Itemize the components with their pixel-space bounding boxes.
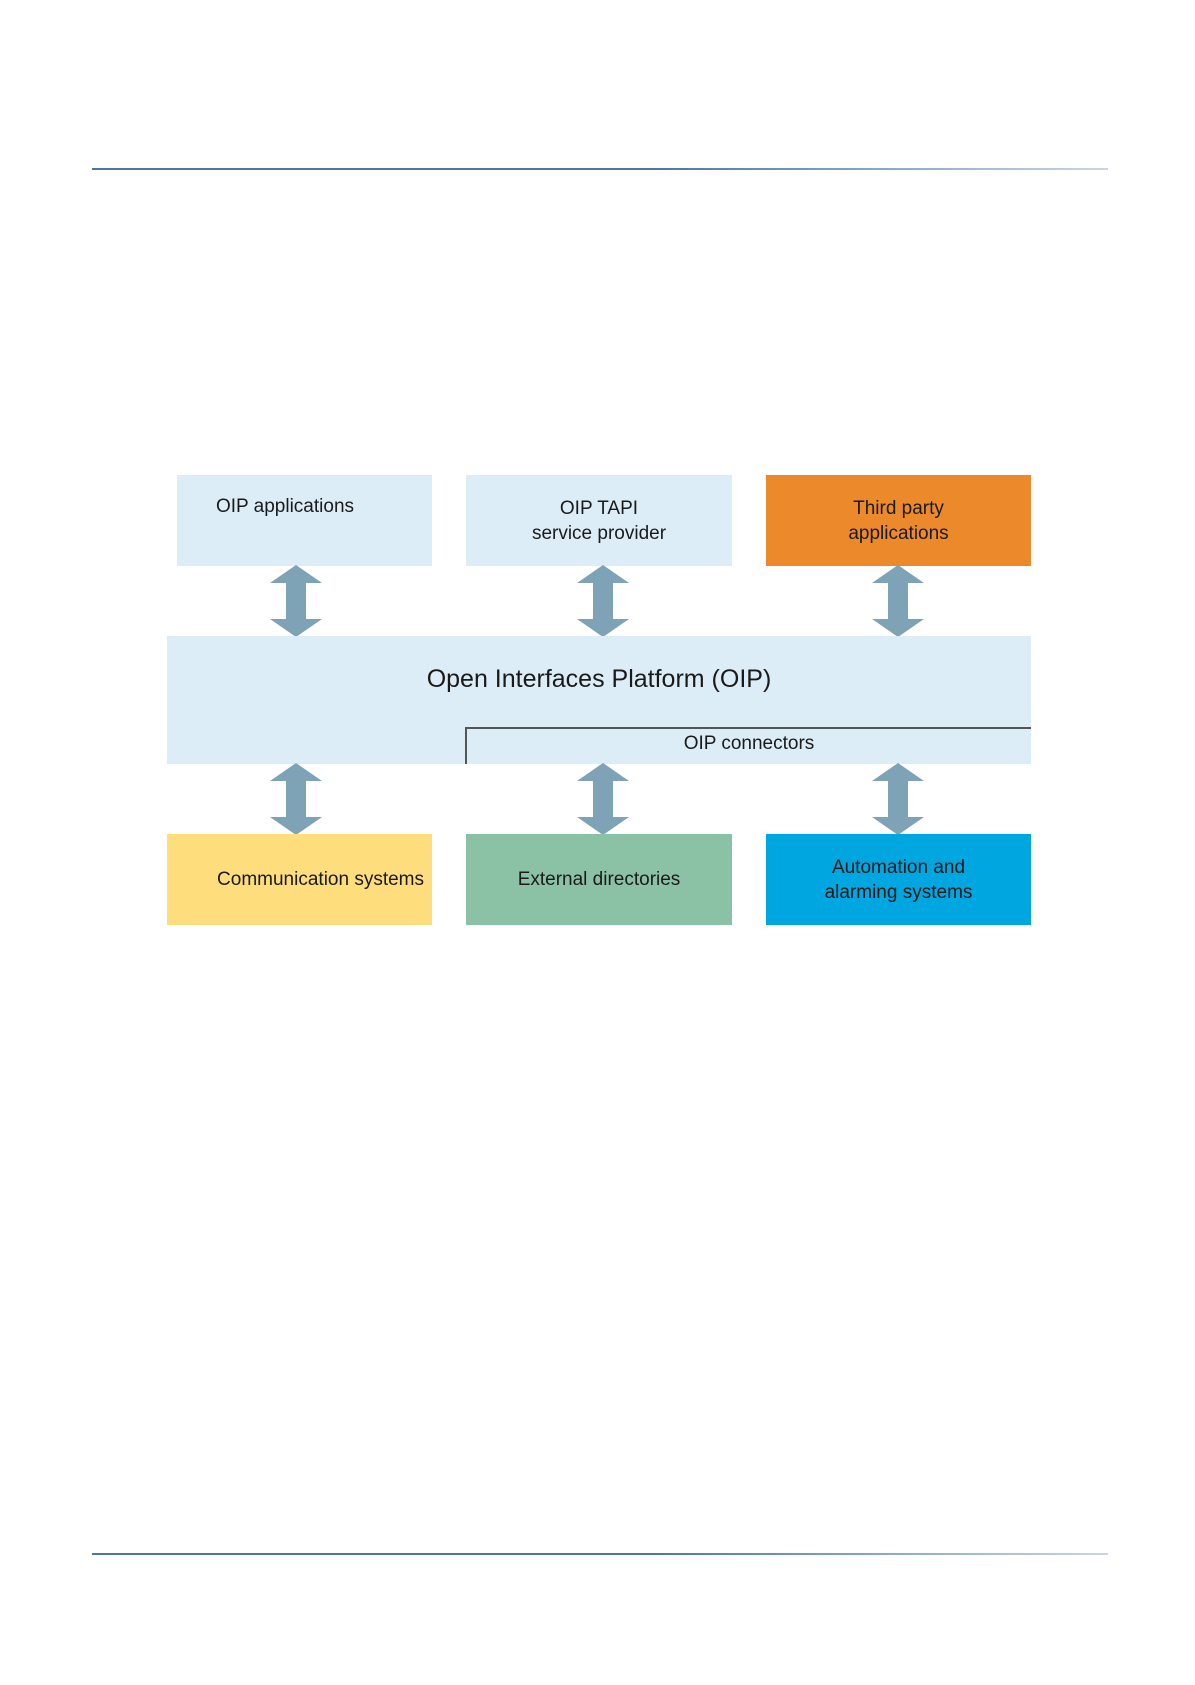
box-oip-applications-label: OIP applications (216, 494, 354, 519)
box-external-directories-label: External directories (518, 867, 681, 892)
box-oip-tapi-label: OIP TAPI service provider (532, 496, 666, 546)
double-arrow-icon (268, 763, 324, 835)
box-third-party: Third party applications (766, 475, 1031, 566)
double-arrow-icon (268, 565, 324, 637)
oip-connectors: OIP connectors (465, 727, 1031, 764)
platform-title: Open Interfaces Platform (OIP) (167, 665, 1031, 694)
footer-rule (92, 1553, 1108, 1555)
double-arrow-icon (870, 565, 926, 637)
box-third-party-label: Third party applications (848, 496, 948, 546)
box-automation-alarming: Automation and alarming systems (766, 834, 1031, 925)
box-oip-tapi: OIP TAPI service provider (466, 475, 732, 566)
double-arrow-icon (870, 763, 926, 835)
box-external-directories: External directories (466, 834, 732, 925)
double-arrow-icon (575, 763, 631, 835)
platform-block: Open Interfaces Platform (OIP) OIP conne… (167, 636, 1031, 764)
box-automation-alarming-label: Automation and alarming systems (825, 855, 973, 905)
box-oip-applications: OIP applications (177, 475, 432, 566)
header-rule (92, 168, 1108, 170)
double-arrow-icon (575, 565, 631, 637)
box-communication-systems: Communication systems (167, 834, 432, 925)
box-communication-systems-label: Communication systems (217, 867, 424, 892)
